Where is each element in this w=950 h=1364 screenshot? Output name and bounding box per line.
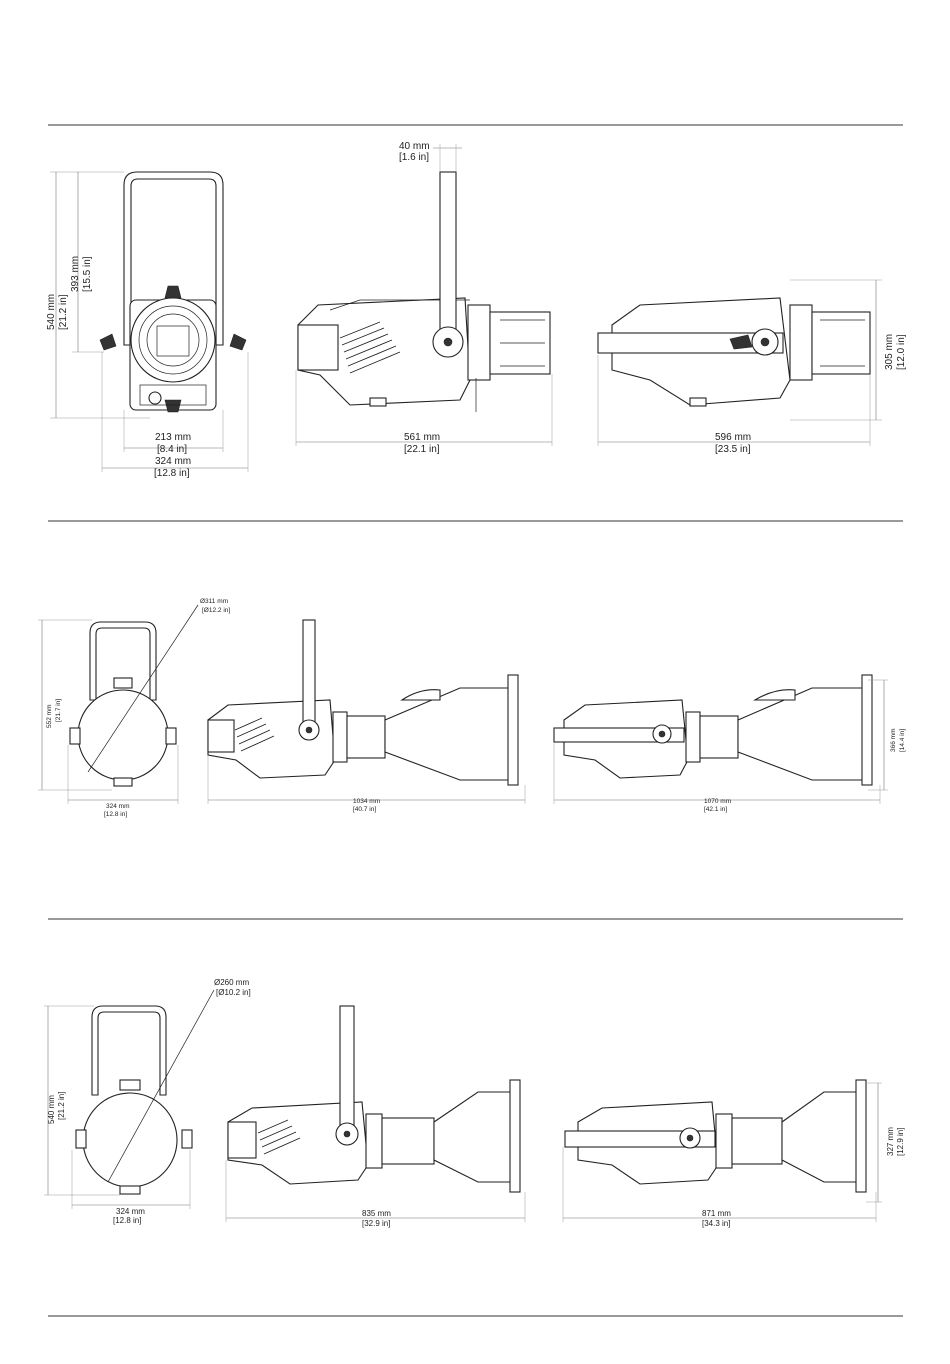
s3-front-height-in: [21.2 in]	[57, 1092, 66, 1120]
s2-front-height: 552 mm	[46, 705, 53, 728]
s2-top-length: 1070 mm	[704, 798, 731, 805]
section1-side-view	[297, 171, 551, 412]
s2-front-diameter-in: [Ø12.2 in]	[202, 607, 230, 614]
s3-front-width: 324 mm	[116, 1207, 145, 1216]
s3-top-length-in: [34.3 in]	[702, 1219, 730, 1228]
section2-side-dims	[207, 755, 526, 804]
section2-side-view	[207, 619, 519, 786]
s1-front-height-body-in: [15.5 in]	[82, 256, 93, 292]
s3-front-diameter: Ø260 mm	[214, 978, 249, 987]
section3-side-view	[227, 1005, 521, 1193]
section1-top-view	[597, 297, 871, 407]
s1-front-width-outer: 324 mm	[155, 456, 191, 467]
s3-front-height: 540 mm	[47, 1095, 56, 1124]
s1-side-length: 561 mm	[404, 432, 440, 443]
section3-top-dims	[562, 1082, 882, 1222]
s1-top-length-in: [23.5 in]	[715, 444, 751, 455]
section3-front-view	[75, 989, 215, 1195]
s1-side-yoke-width-in: [1.6 in]	[399, 152, 429, 163]
section1-top-dims	[597, 279, 882, 446]
s2-side-length-in: [40.7 in]	[353, 806, 376, 813]
section1-side-dims	[295, 144, 553, 446]
s1-front-width-inner: 213 mm	[155, 432, 191, 443]
s1-front-height-body: 393 mm	[70, 256, 81, 292]
s2-front-width-in: [12.8 in]	[104, 811, 127, 818]
s1-front-width-outer-in: [12.8 in]	[154, 468, 190, 479]
s1-top-height: 305 mm	[884, 334, 895, 370]
section2-top-view	[553, 674, 873, 786]
s1-side-length-in: [22.1 in]	[404, 444, 440, 455]
s2-top-height-in: [14.4 in]	[899, 729, 906, 752]
s3-front-diameter-in: [Ø10.2 in]	[216, 988, 251, 997]
s2-side-length: 1034 mm	[353, 798, 380, 805]
s1-side-yoke-width: 40 mm	[399, 141, 430, 152]
s2-top-height: 366 mm	[890, 729, 897, 752]
s1-front-height-total-in: [21.2 in]	[58, 294, 69, 330]
s3-side-length: 835 mm	[362, 1209, 391, 1218]
section2-top-dims	[553, 679, 888, 804]
s2-front-height-in: [21.7 in]	[55, 699, 62, 722]
s3-front-width-in: [12.8 in]	[113, 1216, 141, 1225]
s3-top-height-in: [12.9 in]	[896, 1128, 905, 1156]
section3-front-dims	[44, 1005, 191, 1209]
section2-front-dims	[38, 619, 179, 804]
section1-front-dims	[50, 171, 249, 472]
section1-front-view	[99, 171, 247, 413]
s1-front-height-total: 540 mm	[46, 294, 57, 330]
s3-top-length: 871 mm	[702, 1209, 731, 1218]
section3-side-dims	[225, 1160, 526, 1222]
section3-top-view	[564, 1079, 867, 1193]
s2-front-width: 324 mm	[106, 803, 129, 810]
s1-top-length: 596 mm	[715, 432, 751, 443]
s3-side-length-in: [32.9 in]	[362, 1219, 390, 1228]
s2-front-diameter: Ø311 mm	[200, 598, 228, 605]
s2-top-length-in: [42.1 in]	[704, 806, 727, 813]
s3-top-height: 327 mm	[886, 1127, 895, 1156]
section2-front-view	[69, 604, 199, 787]
s1-front-width-inner-in: [8.4 in]	[157, 444, 187, 455]
s1-top-height-in: [12.0 in]	[896, 334, 907, 370]
